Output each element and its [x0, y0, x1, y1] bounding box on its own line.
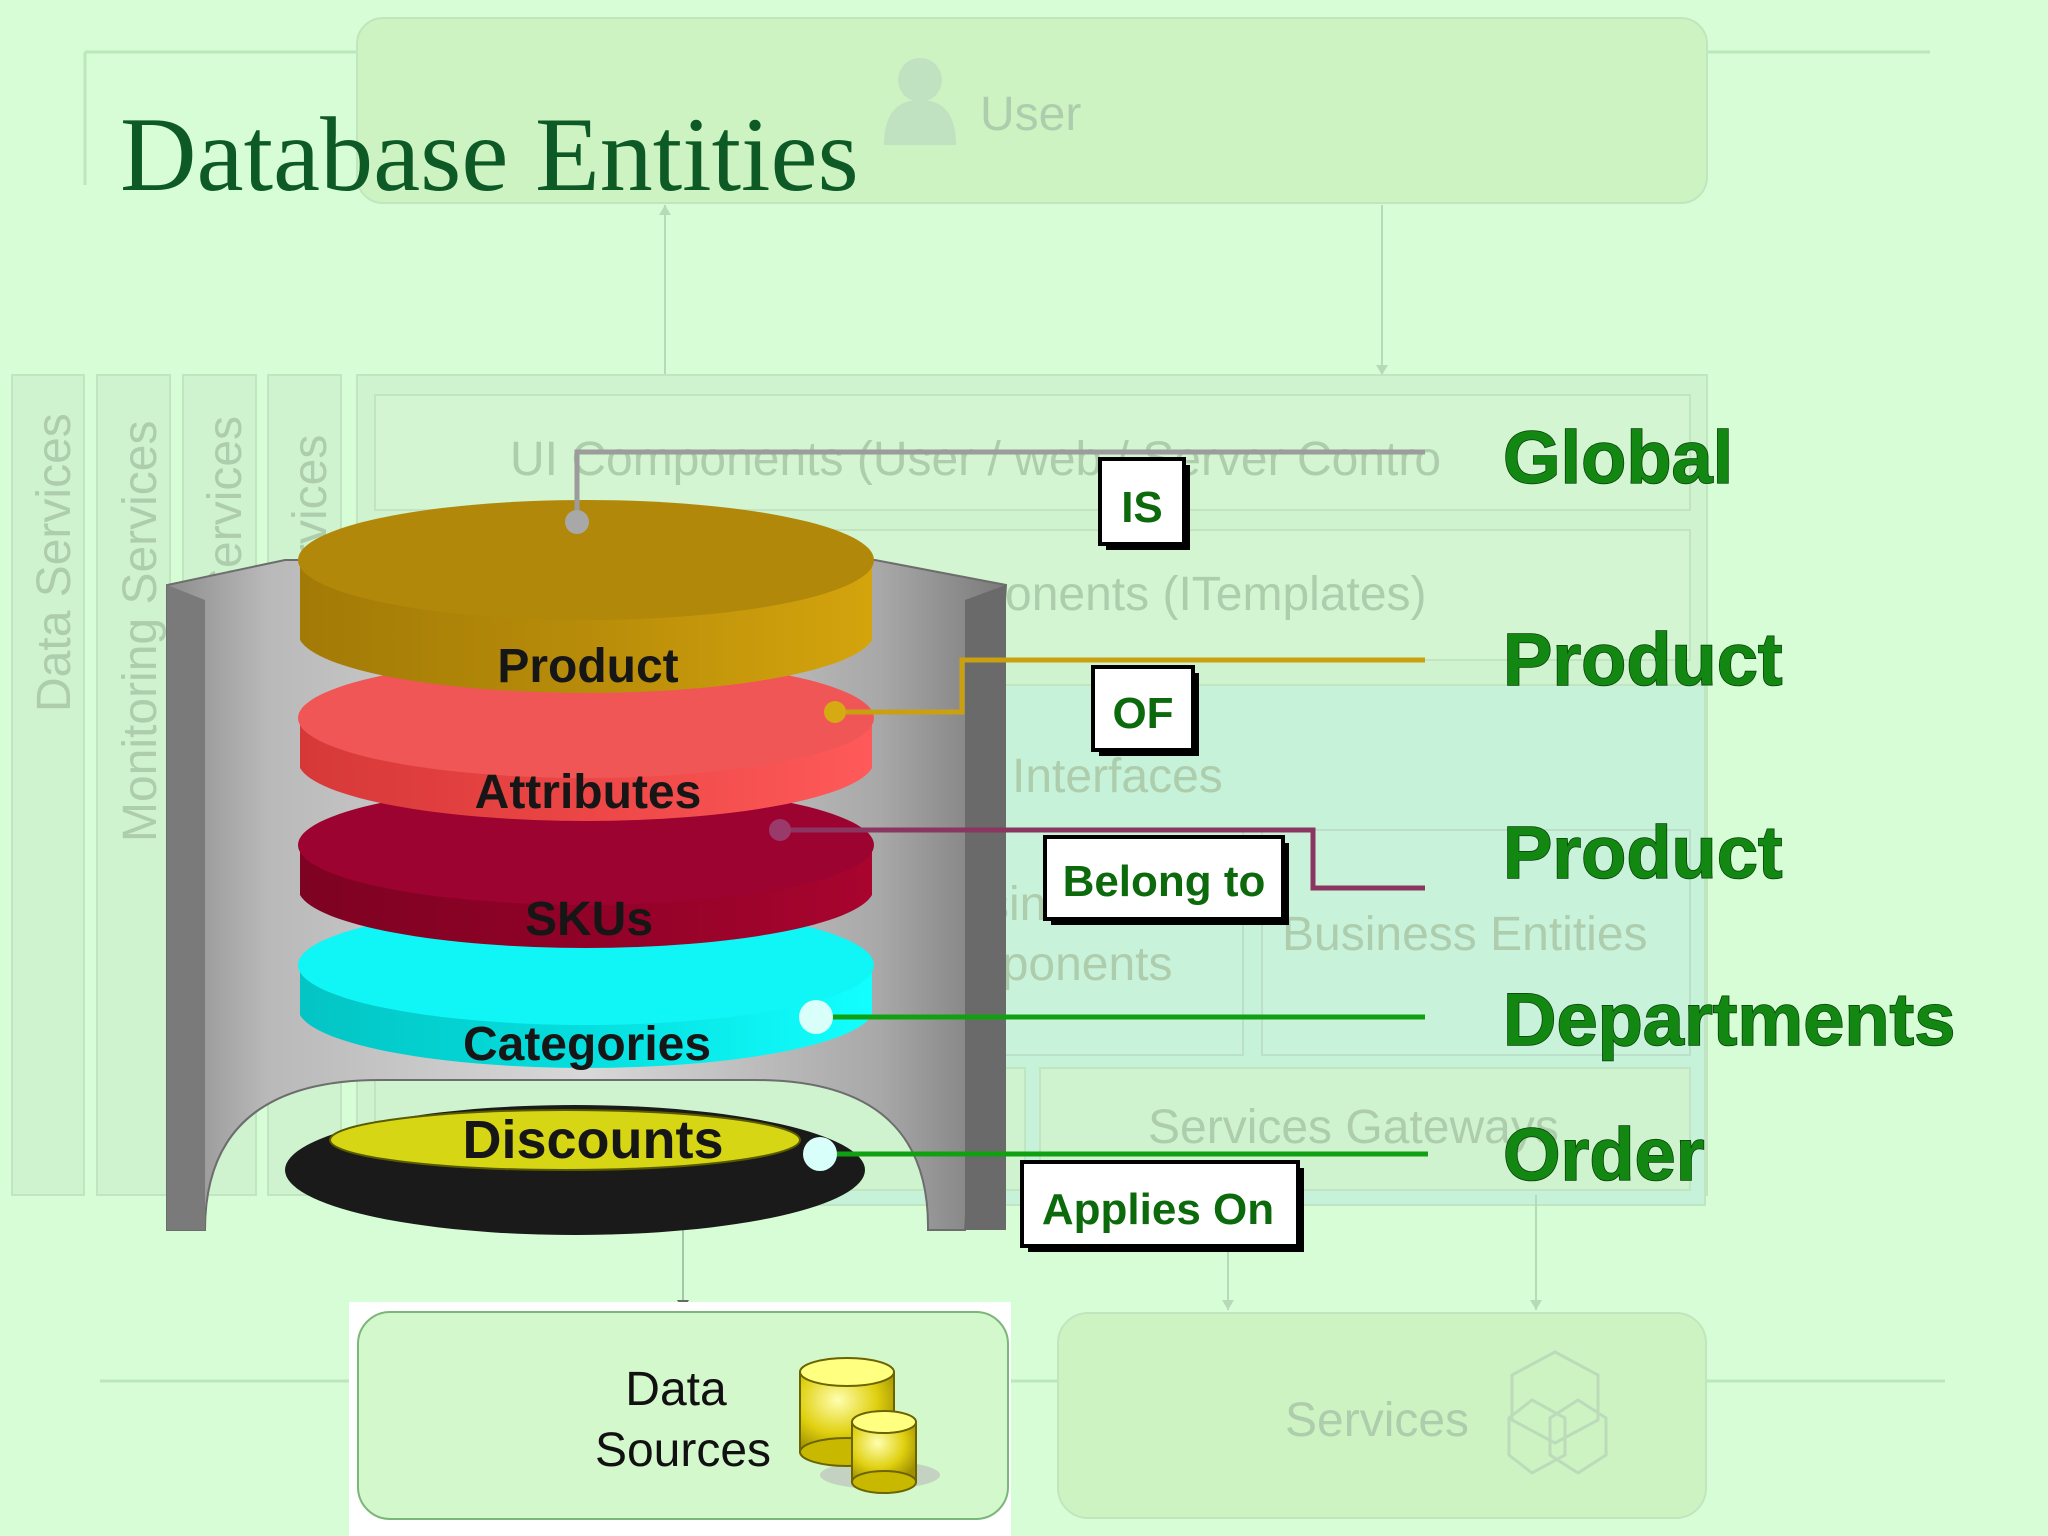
label-is: IS	[1121, 483, 1163, 532]
data-sources-line2: Sources	[595, 1424, 771, 1477]
layer-business-entities: Business Entities	[1282, 908, 1648, 961]
target-order: Order	[1503, 1113, 1705, 1196]
disk-label-skus: SKUs	[525, 893, 653, 946]
connector-dot-skus	[769, 819, 791, 841]
data-sources-panel: Data Sources	[349, 1302, 1011, 1536]
relation-connectors	[565, 449, 1428, 1171]
page-title: Database Entities	[120, 96, 859, 213]
label-belong-to: Belong to	[1063, 857, 1266, 906]
database-stack: Discounts Categories SKUs Attributes Pro…	[166, 500, 1008, 1235]
label-applies-on: Applies On	[1042, 1185, 1274, 1234]
layer-business-left-2: nponents	[975, 938, 1173, 991]
label-of: OF	[1112, 689, 1173, 738]
target-departments: Departments	[1503, 978, 1955, 1061]
disk-attributes: Attributes	[298, 658, 874, 821]
user-icon	[884, 58, 956, 145]
database-cylinders-icon	[799, 1357, 940, 1494]
disk-label-discounts: Discounts	[462, 1110, 723, 1170]
target-product-1: Product	[1503, 618, 1783, 701]
services-label: Services	[1285, 1394, 1469, 1447]
connector-dot-discounts	[803, 1137, 837, 1171]
disk-skus: SKUs	[298, 785, 874, 948]
layer-interfaces: Interfaces	[1012, 750, 1223, 803]
connector-dot-categories	[799, 1000, 833, 1034]
connector-dot-product	[565, 510, 589, 534]
disk-product: Product	[298, 500, 874, 693]
disk-discounts: Discounts	[285, 1105, 865, 1235]
layer-services-gateways: Services Gateways	[1148, 1101, 1559, 1154]
data-sources-line1: Data	[625, 1363, 727, 1416]
label-box-is: IS	[1098, 457, 1190, 550]
label-box-applies-on: Applies On	[1020, 1160, 1304, 1252]
disk-label-categories: Categories	[463, 1018, 711, 1071]
user-label: User	[980, 88, 1081, 141]
vertical-label-monitoring-services: Monitoring Services	[114, 421, 167, 843]
label-box-of: OF	[1091, 665, 1199, 756]
services-hexagon-icon	[1507, 1350, 1608, 1475]
target-global: Global	[1503, 416, 1733, 499]
target-product-2: Product	[1503, 811, 1783, 894]
layer-ui-components: UI Components (User / web / Server Contr…	[510, 433, 1441, 486]
connector-dot-attributes	[824, 701, 846, 723]
layer-templates: onents (ITemplates)	[1005, 568, 1427, 621]
vertical-label-data-services: Data Services	[28, 413, 81, 712]
disk-label-attributes: Attributes	[475, 766, 702, 819]
user-box	[356, 17, 1708, 204]
disk-label-product: Product	[497, 640, 678, 693]
label-box-belong-to: Belong to	[1043, 835, 1289, 925]
